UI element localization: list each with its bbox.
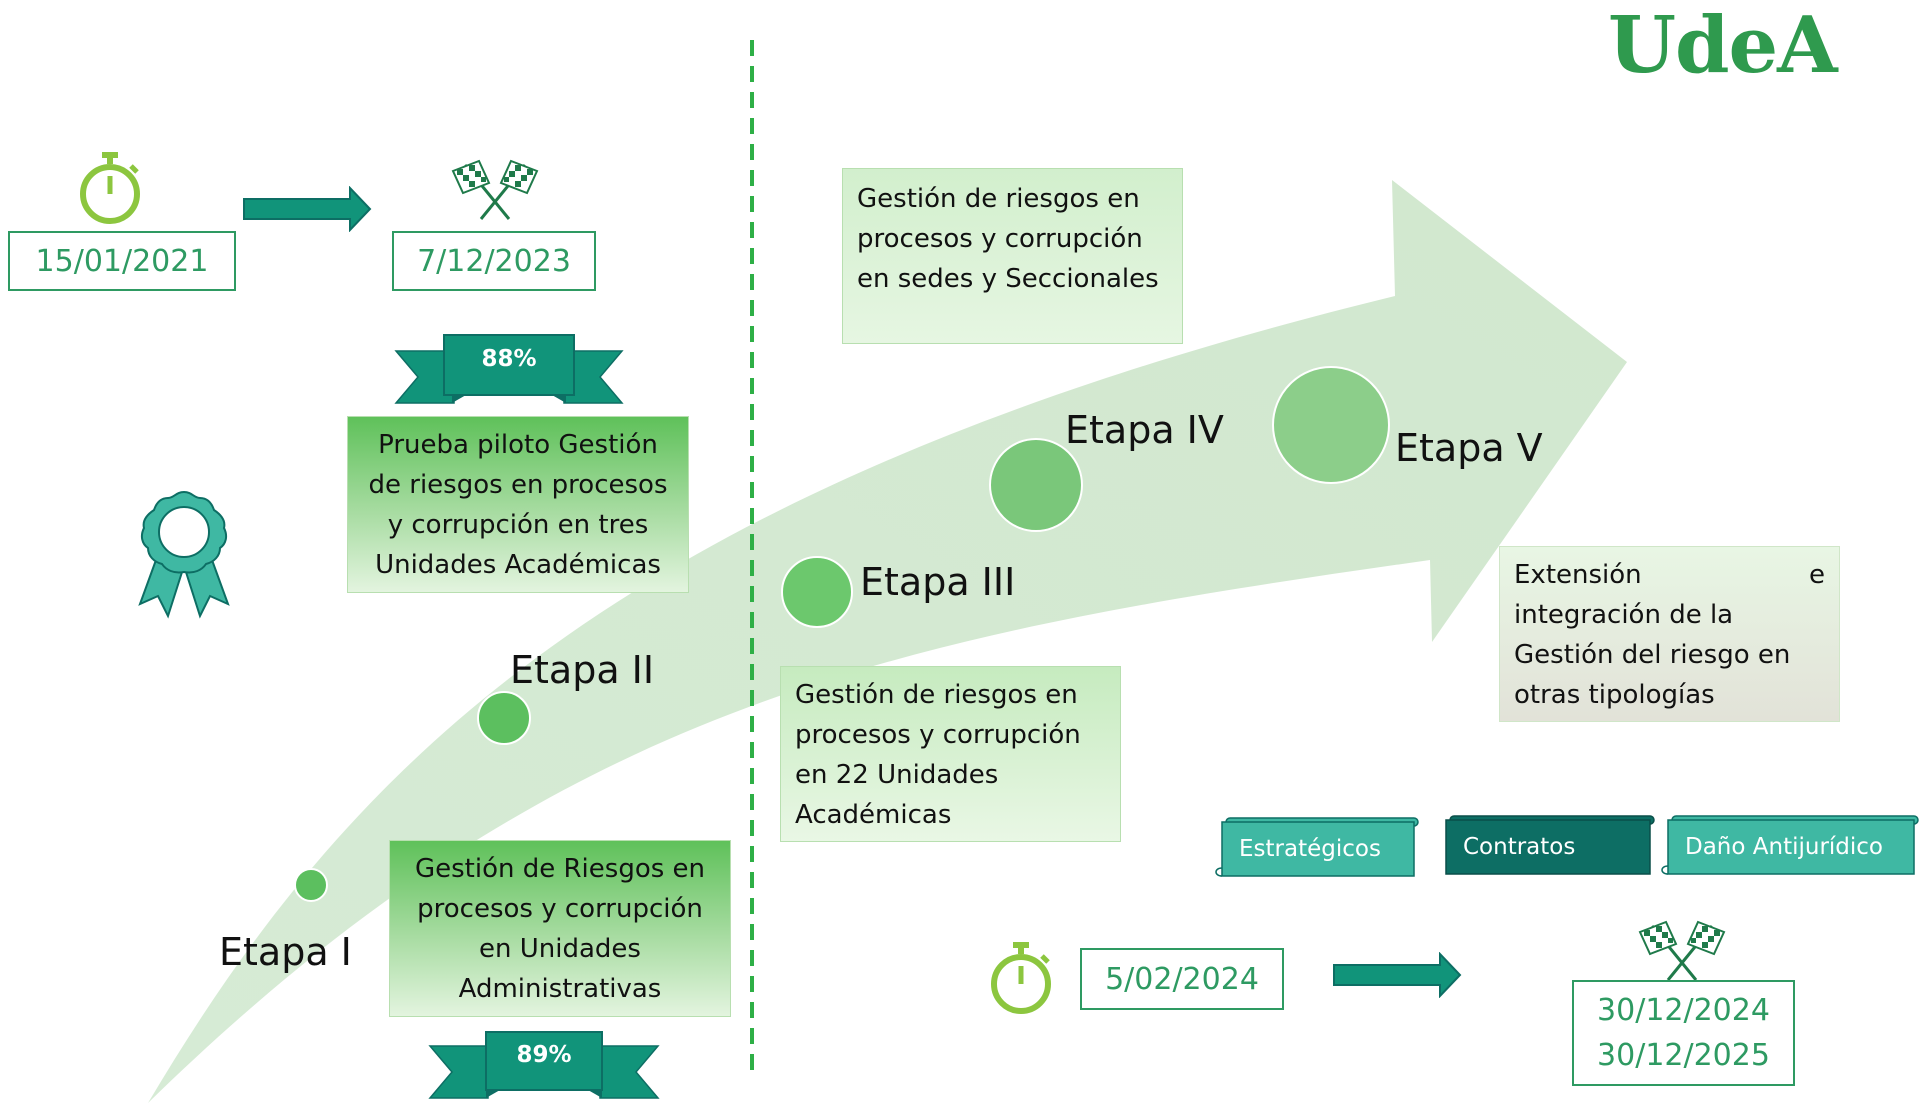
award-ribbon-icon <box>138 490 230 619</box>
ribbon-banner-89 <box>428 1031 660 1099</box>
extension-line: Gestión del riesgo en <box>1514 640 1791 670</box>
stage-label-3: Etapa III <box>860 560 1016 604</box>
curved-progress-arrow <box>148 180 1627 1103</box>
academic22-box: Gestión de riesgos en procesos y corrupc… <box>780 666 1121 842</box>
checkered-flags-icon <box>1638 920 1726 981</box>
extension-text: Extensión <box>1514 560 1642 590</box>
stage-dot-4 <box>989 438 1083 532</box>
academic22-line: procesos y corrupción <box>795 720 1081 750</box>
checkered-flags-icon <box>451 159 539 220</box>
stopwatch-icon <box>80 152 140 224</box>
ribbon-banner-88 <box>394 334 624 404</box>
arrow-right-icon <box>243 186 372 232</box>
phase2-end-dates: 30/12/2024 30/12/2025 <box>1572 980 1795 1086</box>
extension-text-end: e <box>1809 560 1825 590</box>
admin-line: Gestión de Riesgos en <box>414 854 706 884</box>
badge-88-label: 88% <box>481 346 537 372</box>
admin-box: Gestión de Riesgos en procesos y corrupc… <box>389 840 731 1017</box>
admin-line: Administrativas <box>458 974 662 1004</box>
extension-line: otras tipologías <box>1514 680 1715 710</box>
stage-dot-1 <box>294 868 328 902</box>
academic22-line: Académicas <box>795 800 952 830</box>
sedes-line: en sedes y Seccionales <box>857 264 1159 294</box>
stage-label-4: Etapa IV <box>1065 408 1224 452</box>
extension-box: Extensión e integración de la Gestión de… <box>1499 546 1840 722</box>
extension-line: Extensión e <box>1514 555 1825 595</box>
academic22-line: Gestión de riesgos en <box>795 680 1078 710</box>
pilot-line: Prueba piloto Gestión <box>378 430 658 460</box>
tipologias-scrolls <box>1215 815 1919 877</box>
pilot-line: y corrupción en tres <box>387 510 649 540</box>
pilot-line: de riesgos en procesos <box>368 470 668 500</box>
stopwatch-icon <box>991 942 1051 1014</box>
admin-line: en Unidades <box>479 934 641 964</box>
phase1-start-date: 15/01/2021 <box>8 231 236 291</box>
stage-dot-5 <box>1272 366 1390 484</box>
phase2-end-date-1: 30/12/2024 <box>1597 993 1770 1028</box>
stage-label-1: Etapa I <box>219 930 352 974</box>
stage-label-5: Etapa V <box>1395 426 1543 470</box>
sedes-box: Gestión de riesgos en procesos y corrupc… <box>842 168 1183 344</box>
phase2-start-date: 5/02/2024 <box>1080 948 1284 1010</box>
stage-dot-3 <box>781 556 853 628</box>
extension-line: integración de la <box>1514 600 1734 630</box>
stage-dot-2 <box>477 691 531 745</box>
tipologia-estrategicos: Estratégicos <box>1239 836 1381 862</box>
scroll-dano <box>1661 815 1919 875</box>
udea-logo: UdeA <box>1608 0 1838 91</box>
admin-line: procesos y corrupción <box>417 894 703 924</box>
sedes-line: Gestión de riesgos en <box>857 184 1140 214</box>
arrow-right-icon <box>1333 952 1462 998</box>
phase1-end-date: 7/12/2023 <box>392 231 596 291</box>
badge-89-label: 89% <box>516 1042 572 1068</box>
sedes-line: procesos y corrupción <box>857 224 1143 254</box>
phase2-end-date-2: 30/12/2025 <box>1597 1038 1770 1073</box>
stage-label-2: Etapa II <box>510 648 655 692</box>
tipologia-contratos: Contratos <box>1463 834 1576 860</box>
tipologia-dano-antijuridico: Daño Antijurídico <box>1685 834 1884 860</box>
scroll-estrategicos <box>1215 817 1419 877</box>
academic22-line: en 22 Unidades <box>795 760 999 790</box>
scroll-contratos <box>1445 815 1655 875</box>
pilot-line: Unidades Académicas <box>375 550 661 580</box>
pilot-box: Prueba piloto Gestión de riesgos en proc… <box>347 416 689 593</box>
